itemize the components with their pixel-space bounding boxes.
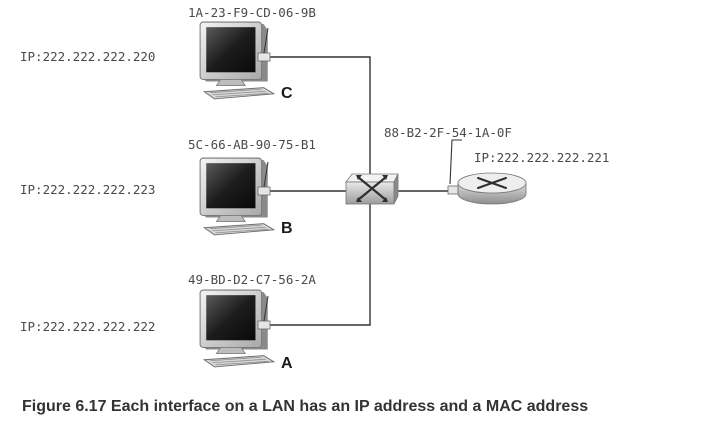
mac-leader-line	[263, 27, 269, 54]
host-b-mac: 5C-66-AB-90-75-B1	[188, 137, 316, 152]
network-interface-icon	[257, 52, 271, 62]
host-c-ip: IP:222.222.222.220	[20, 49, 155, 64]
router-mac: 88-B2-2F-54-1A-0F	[384, 125, 512, 140]
host-c-label: C	[281, 85, 293, 102]
mac-leader-line	[263, 161, 269, 188]
mac-leader-line	[263, 295, 269, 322]
host-b-ip: IP:222.222.222.223	[20, 182, 155, 197]
figure-caption: Figure 6.17 Each interface on a LAN has …	[22, 398, 589, 415]
host-b: 5C-66-AB-90-75-B1 IP:222.222.222.223 B	[20, 137, 316, 237]
network-interface-icon	[257, 186, 271, 196]
host-a-mac: 49-BD-D2-C7-56-2A	[188, 272, 316, 287]
switch-icon	[345, 173, 399, 205]
link-c-to-switch	[270, 56, 371, 180]
computer-icon	[199, 157, 275, 236]
router-ip: IP:222.222.222.221	[474, 150, 609, 165]
host-a-ip: IP:222.222.222.222	[20, 319, 155, 334]
network-interface-icon	[257, 320, 271, 330]
host-a-label: A	[281, 355, 293, 372]
host-c: 1A-23-F9-CD-06-9B IP:222.222.222.220 C	[20, 5, 316, 102]
router-icon	[447, 172, 527, 205]
link-a-to-switch	[270, 203, 371, 326]
host-c-mac: 1A-23-F9-CD-06-9B	[188, 5, 316, 20]
router-mac-leader-line	[449, 139, 462, 185]
host-b-label: B	[281, 220, 293, 237]
network-interface-icon	[447, 185, 459, 195]
host-a: 49-BD-D2-C7-56-2A IP:222.222.222.222 A	[20, 272, 316, 372]
